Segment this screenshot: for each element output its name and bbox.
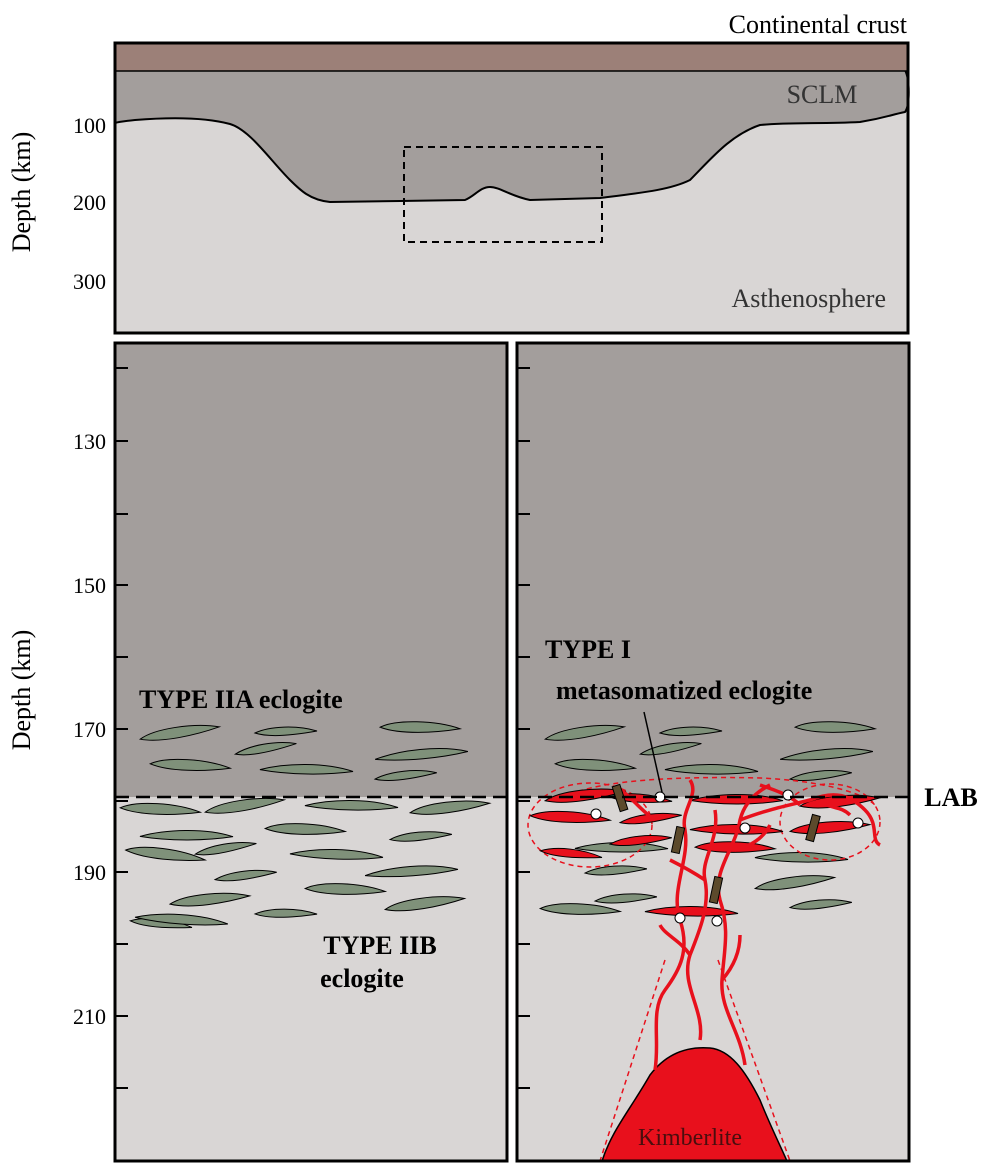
lab-label: LAB bbox=[924, 783, 977, 812]
type-iib-label-line1: TYPE IIB bbox=[323, 931, 436, 960]
inclusion-circles bbox=[590, 789, 864, 927]
top-tick-label: 200 bbox=[73, 190, 106, 215]
sclm-label: SCLM bbox=[787, 80, 858, 109]
right-ticks bbox=[517, 367, 530, 1089]
asthenosphere-label: Asthenosphere bbox=[731, 284, 886, 313]
bottom-left-panel: TYPE IIA eclogite TYPE IIB eclogite bbox=[113, 341, 509, 1163]
top-y-axis-label: Depth (km) bbox=[7, 132, 36, 253]
bottom-tick-label: 190 bbox=[73, 860, 106, 885]
bottom-tick-label: 210 bbox=[73, 1004, 106, 1029]
sclm-region bbox=[114, 69, 910, 204]
bottom-tick-label: 170 bbox=[73, 717, 106, 742]
continental-crust-band bbox=[115, 43, 908, 71]
top-tick-label: 100 bbox=[73, 113, 106, 138]
bottom-y-axis-label: Depth (km) bbox=[7, 630, 36, 751]
sclm-region bbox=[115, 343, 507, 797]
continental-crust-label: Continental crust bbox=[729, 10, 908, 39]
top-panel-frame bbox=[113, 41, 910, 335]
bottom-left-frame bbox=[113, 341, 509, 1163]
metasomatism-halos bbox=[527, 776, 881, 868]
vein-bars bbox=[611, 783, 821, 905]
bottom-right-panel: TYPE I metasomatized eclogite Kimberlite bbox=[515, 341, 911, 1163]
bottom-tick-label: 150 bbox=[73, 573, 106, 598]
zoom-box bbox=[403, 146, 603, 243]
top-panel: Continental crust SCLM Asthenosphere Dep… bbox=[7, 10, 910, 335]
kimberlite-body bbox=[600, 1046, 789, 1162]
sclm-region bbox=[517, 343, 909, 797]
kimberlite-label: Kimberlite bbox=[638, 1125, 742, 1151]
type-i-label-line2: metasomatized eclogite bbox=[556, 676, 812, 705]
type-i-leader-line bbox=[643, 711, 663, 793]
left-ticks bbox=[115, 367, 128, 1089]
bottom-tick-label: 130 bbox=[73, 429, 106, 454]
type-iia-label: TYPE IIA eclogite bbox=[139, 685, 343, 714]
bottom-y-axis: Depth (km) 130 150 170 190 210 bbox=[7, 429, 106, 1029]
top-tick-label: 300 bbox=[73, 269, 106, 294]
type-iib-label-line2: eclogite bbox=[320, 964, 404, 993]
type-i-label-line1: TYPE I bbox=[545, 635, 631, 664]
bottom-right-frame bbox=[515, 341, 911, 1163]
